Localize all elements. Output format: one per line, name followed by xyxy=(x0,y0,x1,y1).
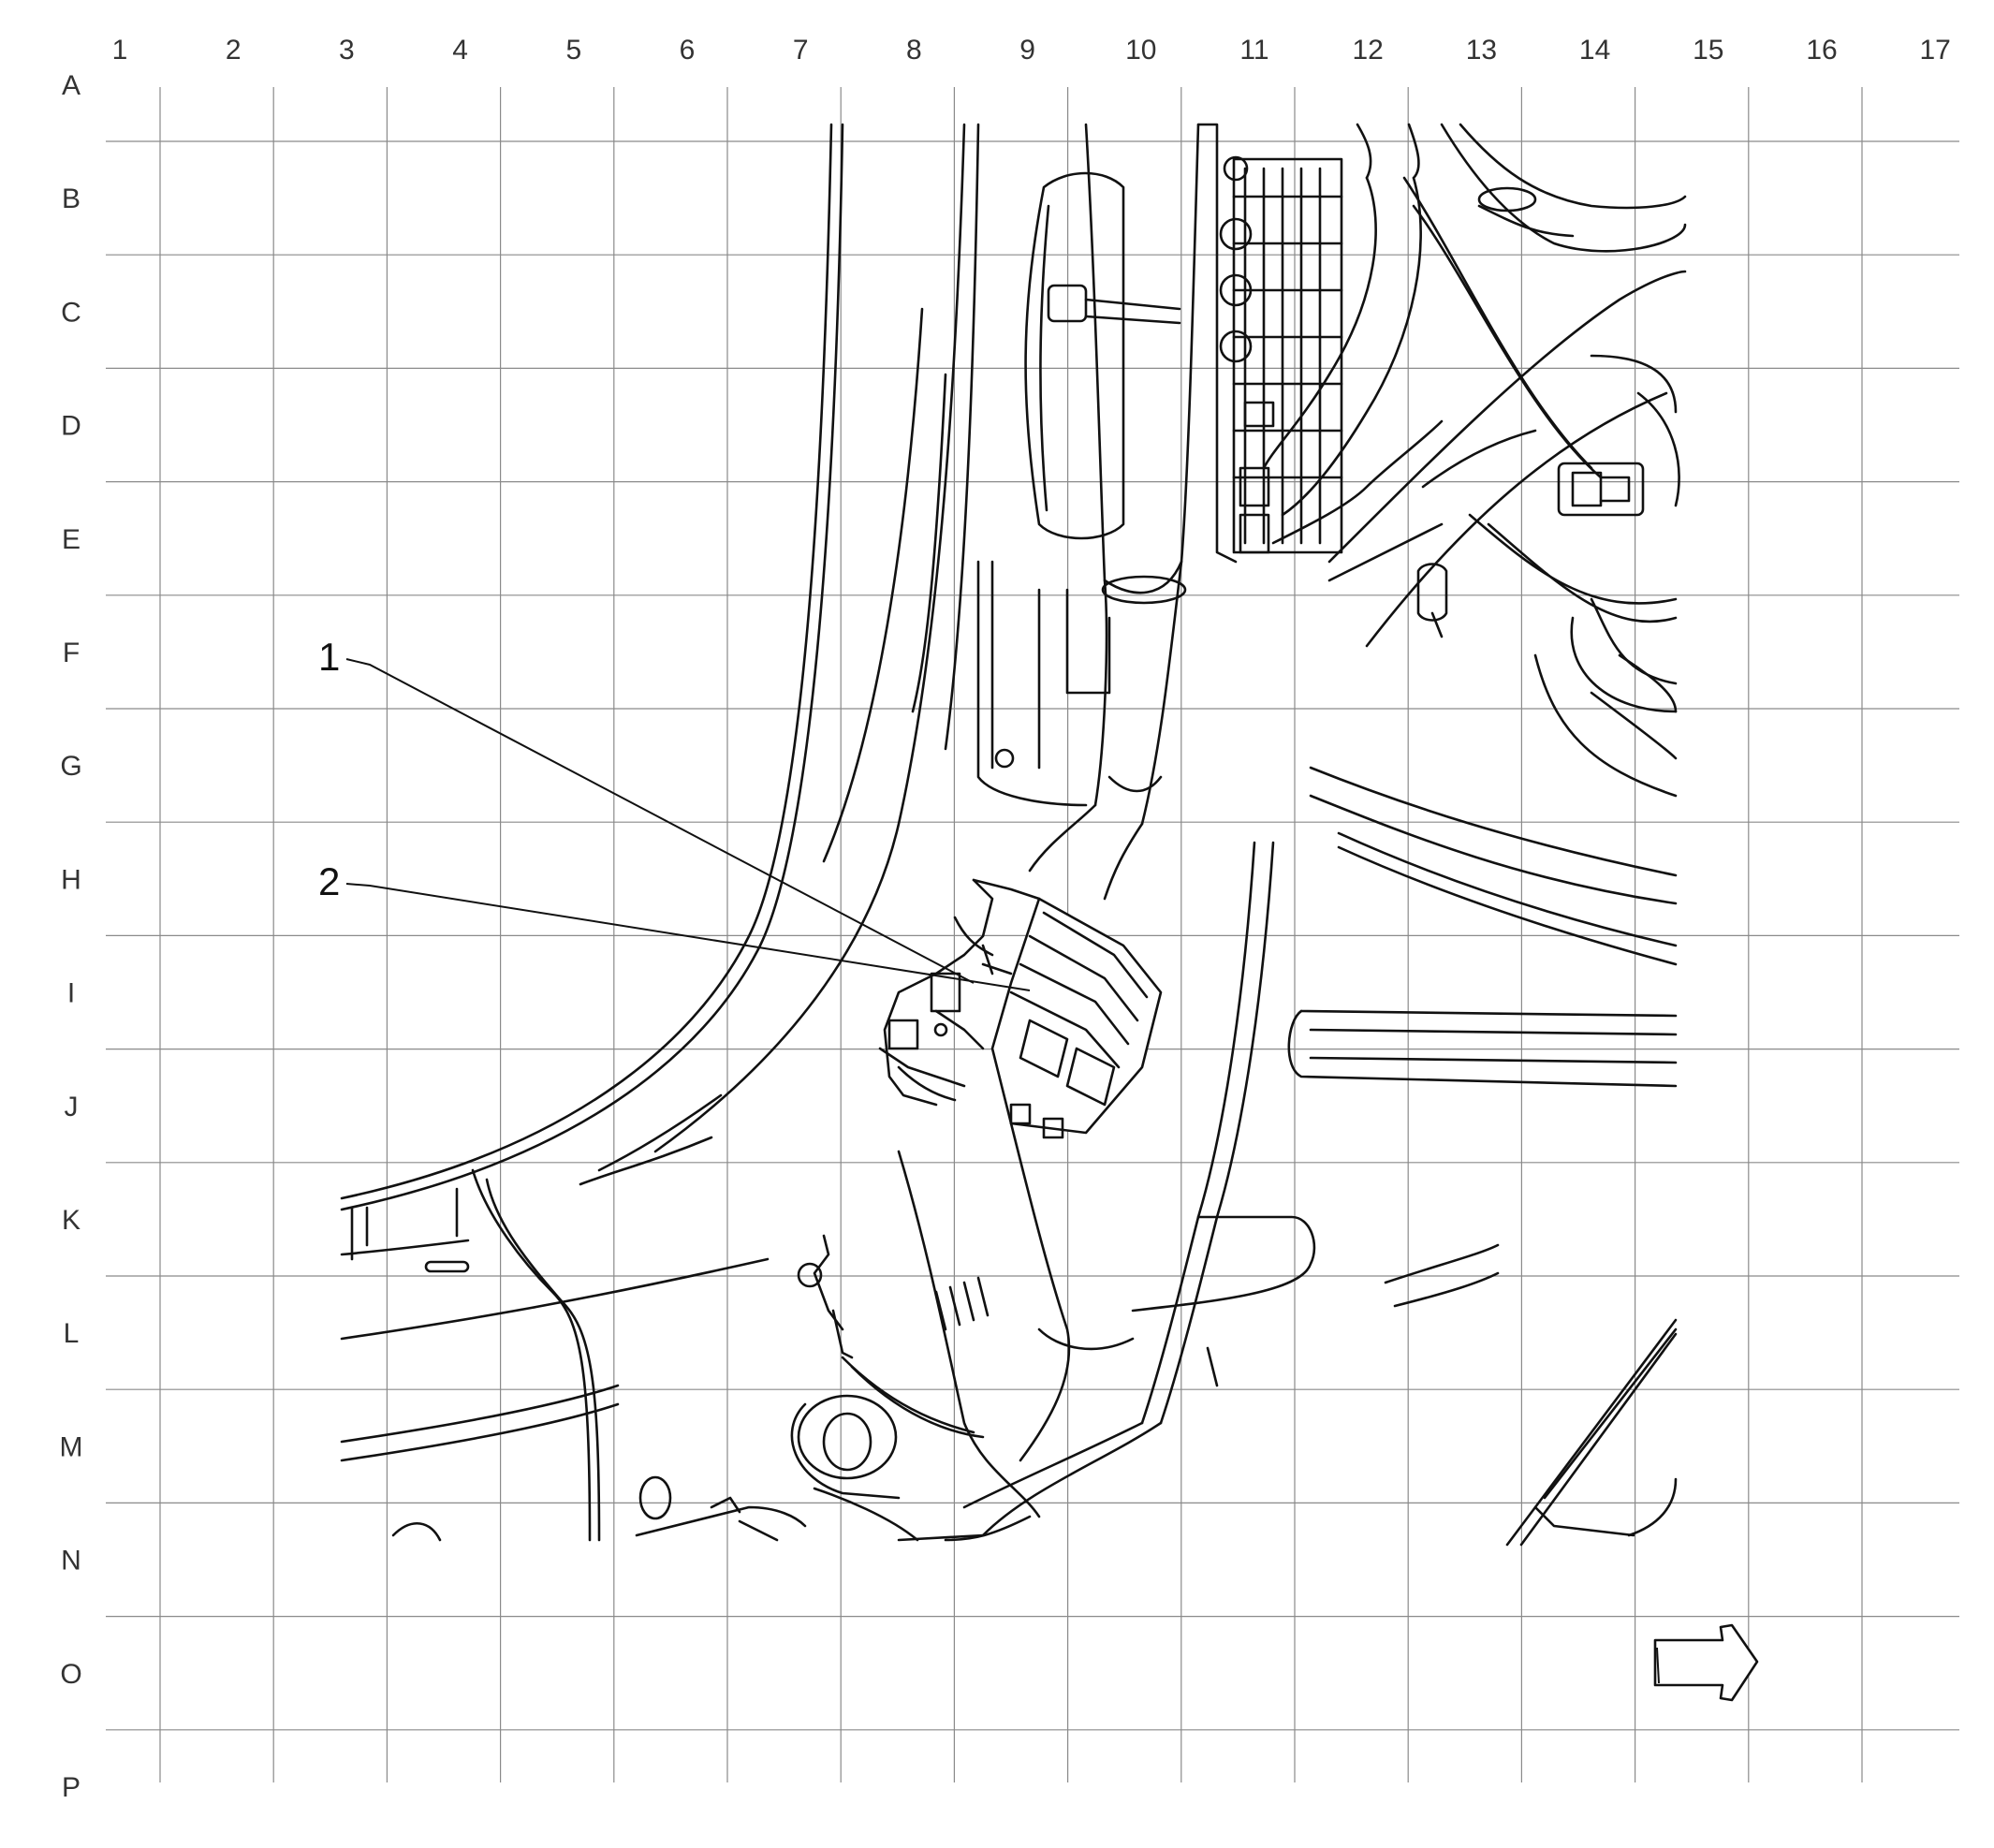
grid-row-label: J xyxy=(65,1092,79,1122)
grid-column-label: 9 xyxy=(1019,35,1035,66)
grid-row-label: H xyxy=(61,864,81,895)
grid-row-labels: A B C D E F G H I J K L M N O P xyxy=(60,70,83,1803)
grid-column-label: 5 xyxy=(565,35,581,66)
callout-1: 1 xyxy=(318,635,340,679)
callout-2: 2 xyxy=(318,859,340,903)
callout-leaders xyxy=(345,658,1031,991)
grid-column-label: 11 xyxy=(1239,35,1268,66)
grid-row-label: A xyxy=(62,70,81,101)
grid-column-label: 1 xyxy=(112,35,128,66)
grid-row-label: B xyxy=(62,183,81,214)
grid-column-label: 7 xyxy=(793,35,809,66)
grid-row-label: P xyxy=(62,1772,81,1803)
leader-2 xyxy=(345,883,1031,991)
grid-column-label: 13 xyxy=(1466,35,1497,66)
grid-column-label: 6 xyxy=(680,35,696,66)
grid-row-label: D xyxy=(61,411,81,442)
grid-column-label: 12 xyxy=(1353,35,1384,66)
grid-row-label: C xyxy=(61,297,81,328)
connector-assembly xyxy=(990,897,1163,1139)
grid-column-label: 17 xyxy=(1920,35,1951,66)
grid-column-label: 16 xyxy=(1806,35,1837,66)
grid-row-label: L xyxy=(64,1318,80,1349)
grid-column-label: 10 xyxy=(1125,35,1156,66)
grid-column-label: 15 xyxy=(1693,35,1723,66)
grid-column-label: 2 xyxy=(226,35,242,66)
callout-labels: 1 2 xyxy=(318,635,340,903)
grid-column-label: 14 xyxy=(1579,35,1610,66)
grid-column-label: 3 xyxy=(339,35,355,66)
forward-arrow-icon xyxy=(1653,1623,1759,1702)
grid-row-label: N xyxy=(61,1546,81,1577)
grid-row-label: I xyxy=(67,978,75,1009)
harness-drawing xyxy=(340,123,1687,1547)
grid-row-label: G xyxy=(60,751,81,782)
grid-row-label: E xyxy=(62,524,81,555)
grid-row-label: O xyxy=(60,1659,81,1690)
grid-row-label: K xyxy=(62,1205,81,1236)
grid-row-label: F xyxy=(63,638,80,668)
grid-column-label: 8 xyxy=(906,35,922,66)
grid-column-label: 4 xyxy=(452,35,468,66)
grid-row-label: M xyxy=(60,1431,83,1462)
leader-1 xyxy=(345,658,975,984)
